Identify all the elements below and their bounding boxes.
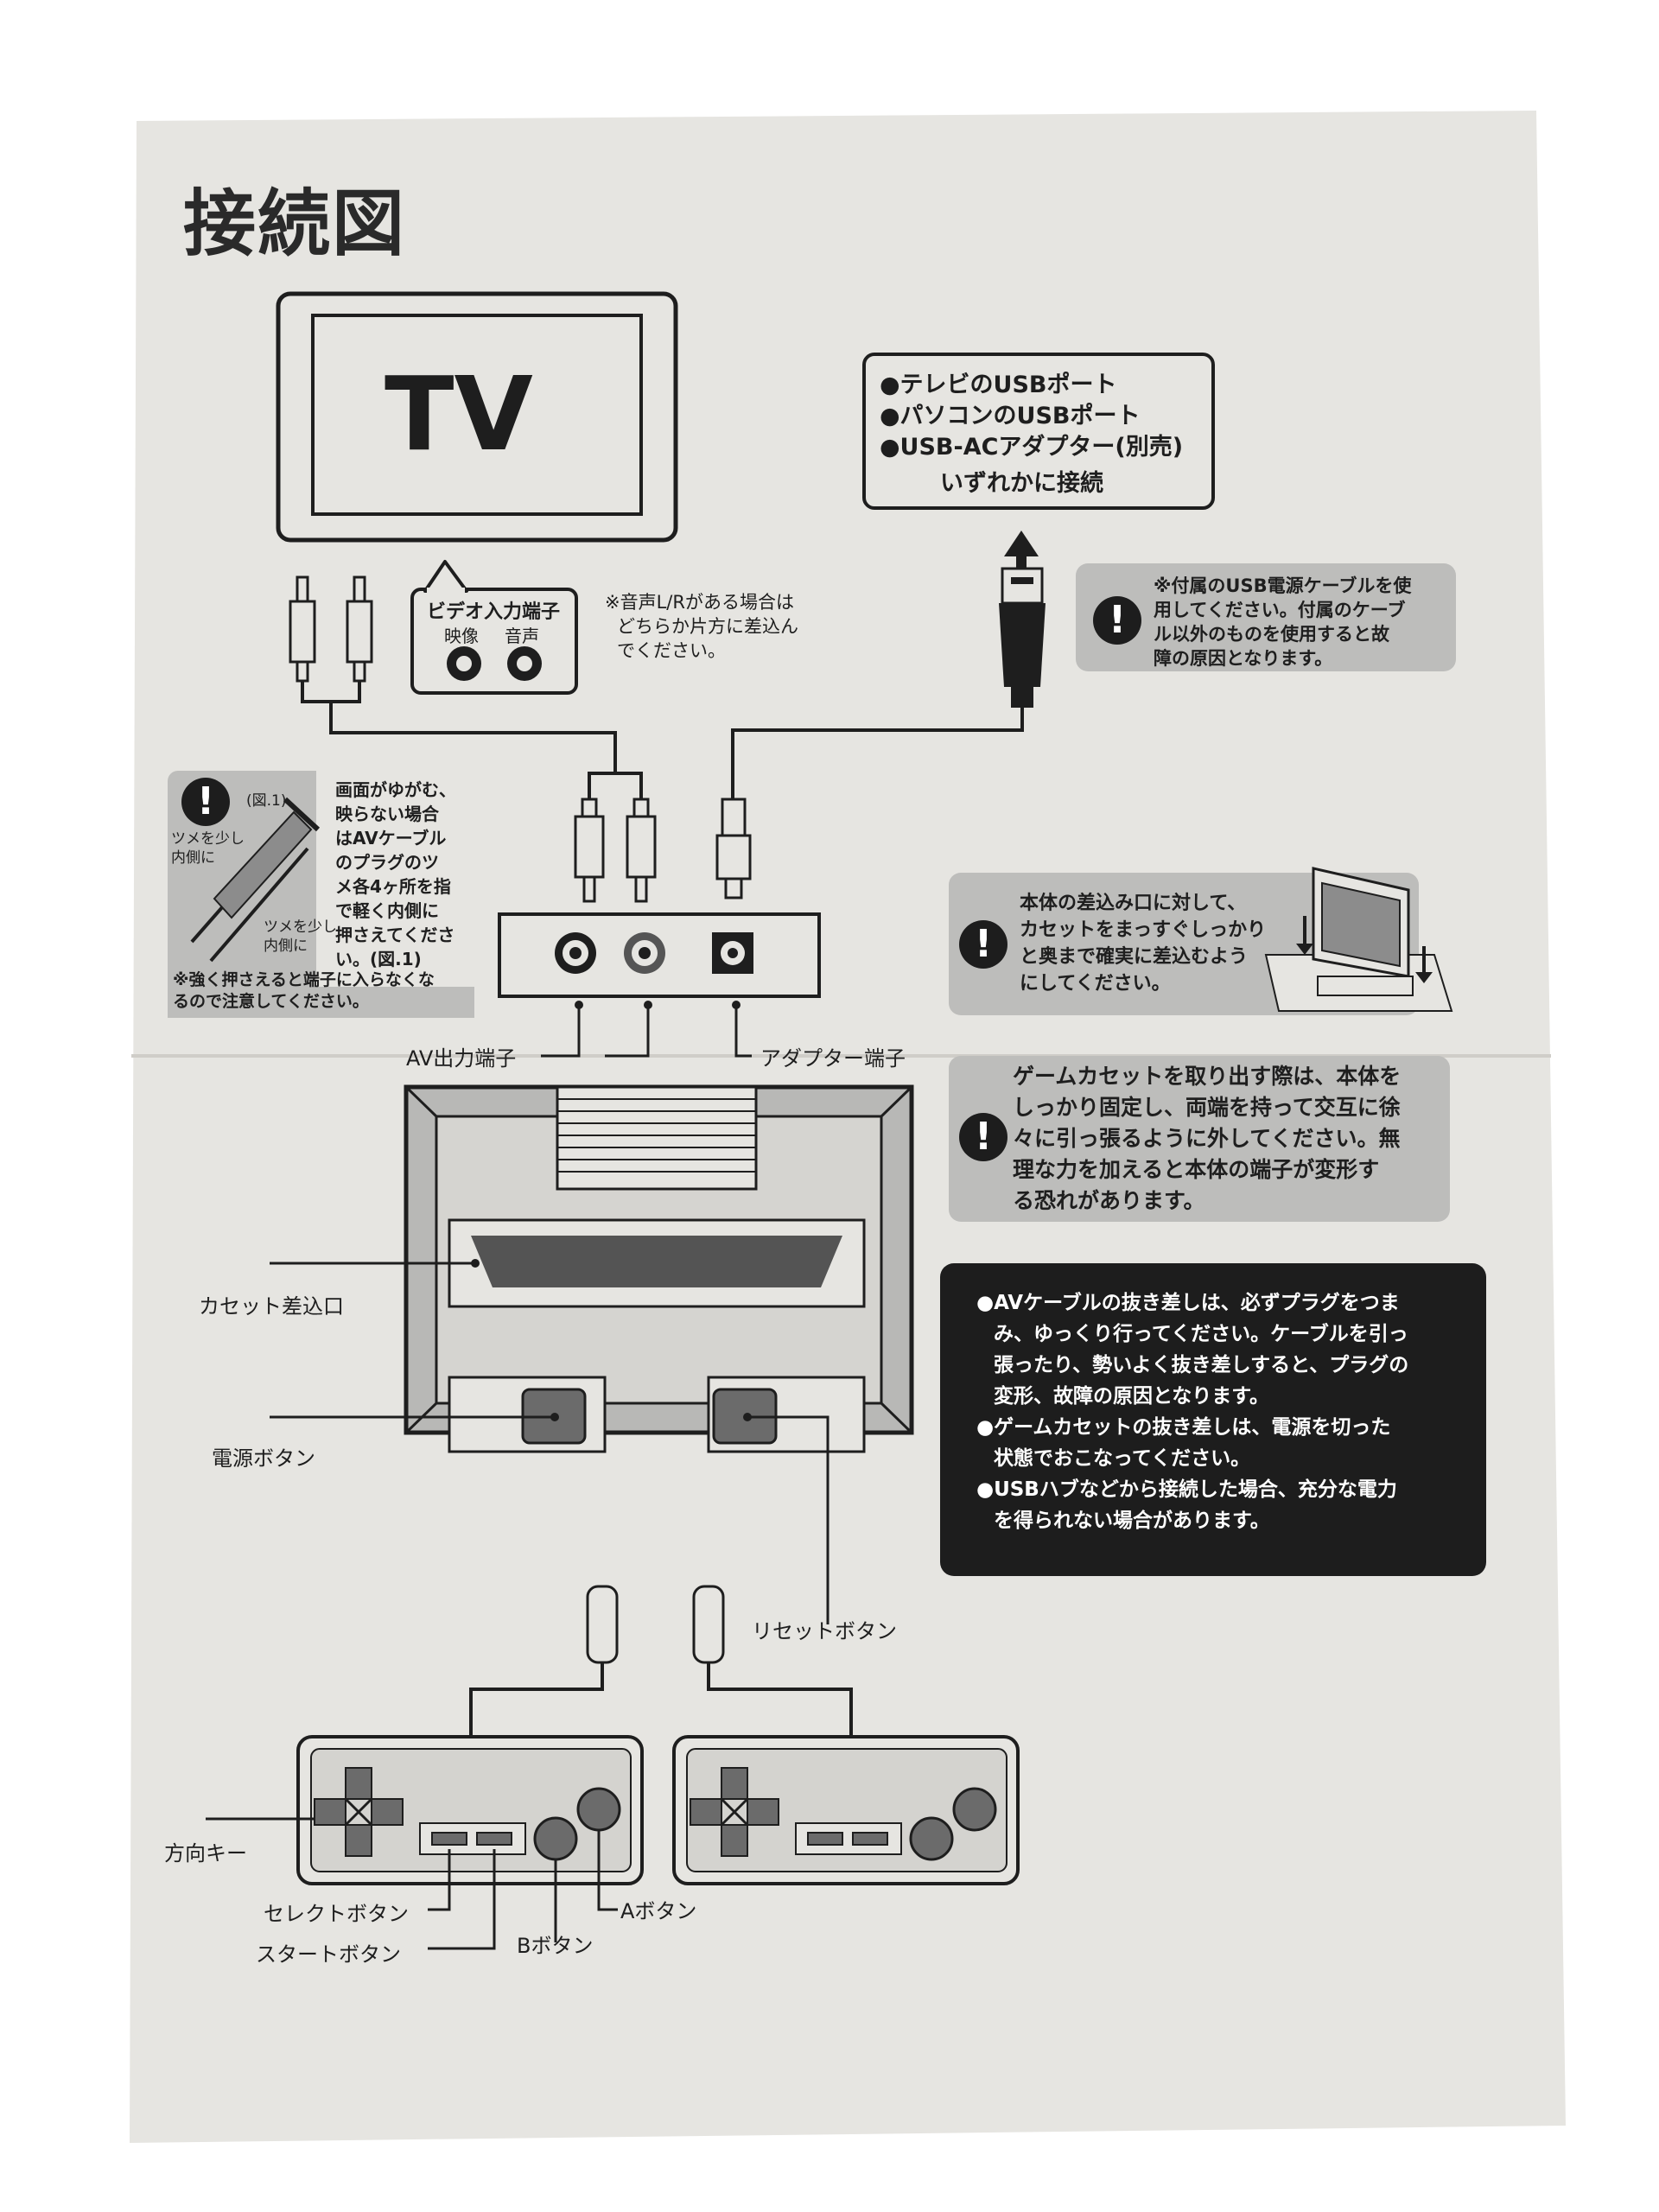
rca-plugs-top <box>289 575 373 683</box>
controller-1 <box>296 1735 644 1885</box>
warning-icon: ! <box>959 1113 1007 1161</box>
dpad-label: 方向キー <box>164 1841 247 1866</box>
controller-cables <box>586 1585 725 1664</box>
warning-icon: ! <box>181 778 230 826</box>
av-output-label: AV出力端子 <box>406 1046 517 1071</box>
av-output-panel <box>498 912 821 998</box>
console-illustration <box>404 1084 914 1453</box>
plug-note-panel <box>168 771 474 1018</box>
select-button-label: セレクトボタン <box>264 1902 409 1926</box>
warning-icon: ! <box>1093 596 1141 645</box>
usb-cable-note-panel <box>1076 563 1456 671</box>
reset-button-label: リセットボタン <box>752 1619 897 1643</box>
plug-note-text: 画面がゆがむ、 映らない場合 はAVケーブル のプラグのツ メ各4ヶ所を指 で軽… <box>335 779 456 969</box>
page-title: 接続図 <box>183 181 407 266</box>
cassette-remove-panel <box>949 1056 1450 1222</box>
tv-label: TV <box>385 354 533 474</box>
cassette-remove-note: ゲームカセットを取り出す際は、本体を しっかり固定し、両端を持って交互に徐 々に… <box>1013 1064 1402 1213</box>
usb-connection-box <box>862 353 1215 510</box>
usb-box-text: ●テレビのUSBポート ●パソコンのUSBポート ●USB-ACアダプター(別売… <box>880 372 1184 497</box>
cassette-insert-note: 本体の差込み口に対して、 カセットをまっすぐしっかり と奥まで確実に差込むよう … <box>1020 893 1267 995</box>
cassette-insert-panel <box>949 867 1453 1015</box>
controller-2 <box>672 1735 1020 1885</box>
av-cable <box>301 681 643 799</box>
adapter-label: アダプター端子 <box>760 1046 906 1071</box>
av-warning-box <box>940 1263 1486 1576</box>
b-button-label: Bボタン <box>517 1934 594 1958</box>
power-button-label: 電源ボタン <box>212 1446 315 1471</box>
av-warning-text: ●AVケーブルの抜き差しは、必ずプラグをつま み、ゆっくり行ってください。ケーブ… <box>976 1292 1409 1532</box>
start-button-label: スタートボタン <box>256 1942 401 1967</box>
video-input-title: ビデオ入力端子 <box>427 601 561 623</box>
tv-illustration <box>276 291 678 543</box>
usb-cable <box>715 531 1046 899</box>
a-button-label: Aボタン <box>620 1899 697 1923</box>
adapter-leader <box>734 1005 752 1058</box>
plug-note-footer: ※強く押さえると端子に入らなくな るので注意してください。 <box>173 970 435 1011</box>
tab-label-2: ツメを少し 内側に <box>264 918 337 955</box>
usb-cable-note: ※付属のUSB電源ケーブルを使 用してください。付属のケーブ ル以外のものを使用… <box>1154 575 1412 669</box>
tab-label-1: ツメを少し 内側に <box>171 830 245 867</box>
rca-plugs-bottom <box>574 798 657 903</box>
figure-label: (図.1) <box>246 792 287 810</box>
warning-icon: ! <box>959 920 1007 969</box>
video-input-audio-label: 音声 <box>505 626 539 646</box>
video-input-video-label: 映像 <box>444 626 479 646</box>
av-output-leader <box>541 1005 650 1058</box>
audio-note: ※音声L/Rがある場合は どちらか片方に差込ん でください。 <box>605 592 798 661</box>
video-input-terminal <box>410 560 578 695</box>
cassette-slot-label: カセット差込口 <box>199 1294 344 1319</box>
